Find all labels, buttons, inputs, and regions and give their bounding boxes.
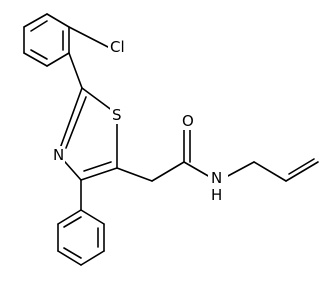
amide-nitrogen-label: N bbox=[211, 169, 222, 187]
double-bond-inner bbox=[63, 216, 82, 228]
double-bond-inner bbox=[83, 161, 112, 172]
ring-nitrogen-label: N bbox=[53, 146, 64, 164]
ch2-carbonyl-bond bbox=[151, 161, 185, 182]
bond bbox=[23, 13, 48, 28]
bond bbox=[23, 52, 48, 67]
double-bond-inner bbox=[65, 96, 87, 149]
double-bond-inner bbox=[63, 247, 82, 259]
bond bbox=[80, 167, 118, 181]
label-mask bbox=[180, 112, 196, 130]
bond bbox=[80, 209, 105, 225]
n-allyl-bond bbox=[225, 161, 255, 178]
bond bbox=[57, 209, 82, 225]
phenyl-ring bbox=[57, 209, 105, 266]
thiazole-ring bbox=[57, 87, 118, 181]
bond bbox=[46, 52, 70, 67]
label-mask bbox=[51, 146, 65, 164]
c-cl-bond bbox=[68, 26, 109, 48]
oxygen-label: O bbox=[182, 112, 194, 130]
amide-bond bbox=[183, 161, 211, 178]
label-mask bbox=[208, 170, 228, 204]
allyl-bond bbox=[253, 161, 287, 182]
chlorophenyl-ring bbox=[23, 13, 70, 67]
biaryl-bond bbox=[68, 52, 83, 89]
vinyl-bond-inner bbox=[288, 158, 315, 175]
sulfur-label: S bbox=[112, 106, 122, 124]
amide-hydrogen-label: H bbox=[211, 186, 222, 204]
double-bond-inner bbox=[30, 20, 48, 32]
double-bond-inner bbox=[30, 49, 48, 60]
c5-ch2-bond bbox=[116, 167, 153, 182]
label-mask bbox=[110, 106, 124, 124]
bond bbox=[57, 250, 82, 266]
bond bbox=[57, 87, 83, 155]
vinyl-bond bbox=[285, 161, 319, 182]
label-mask bbox=[108, 38, 132, 56]
chlorine-label: Cl bbox=[110, 38, 125, 56]
bond bbox=[46, 13, 70, 28]
bond bbox=[80, 250, 105, 266]
